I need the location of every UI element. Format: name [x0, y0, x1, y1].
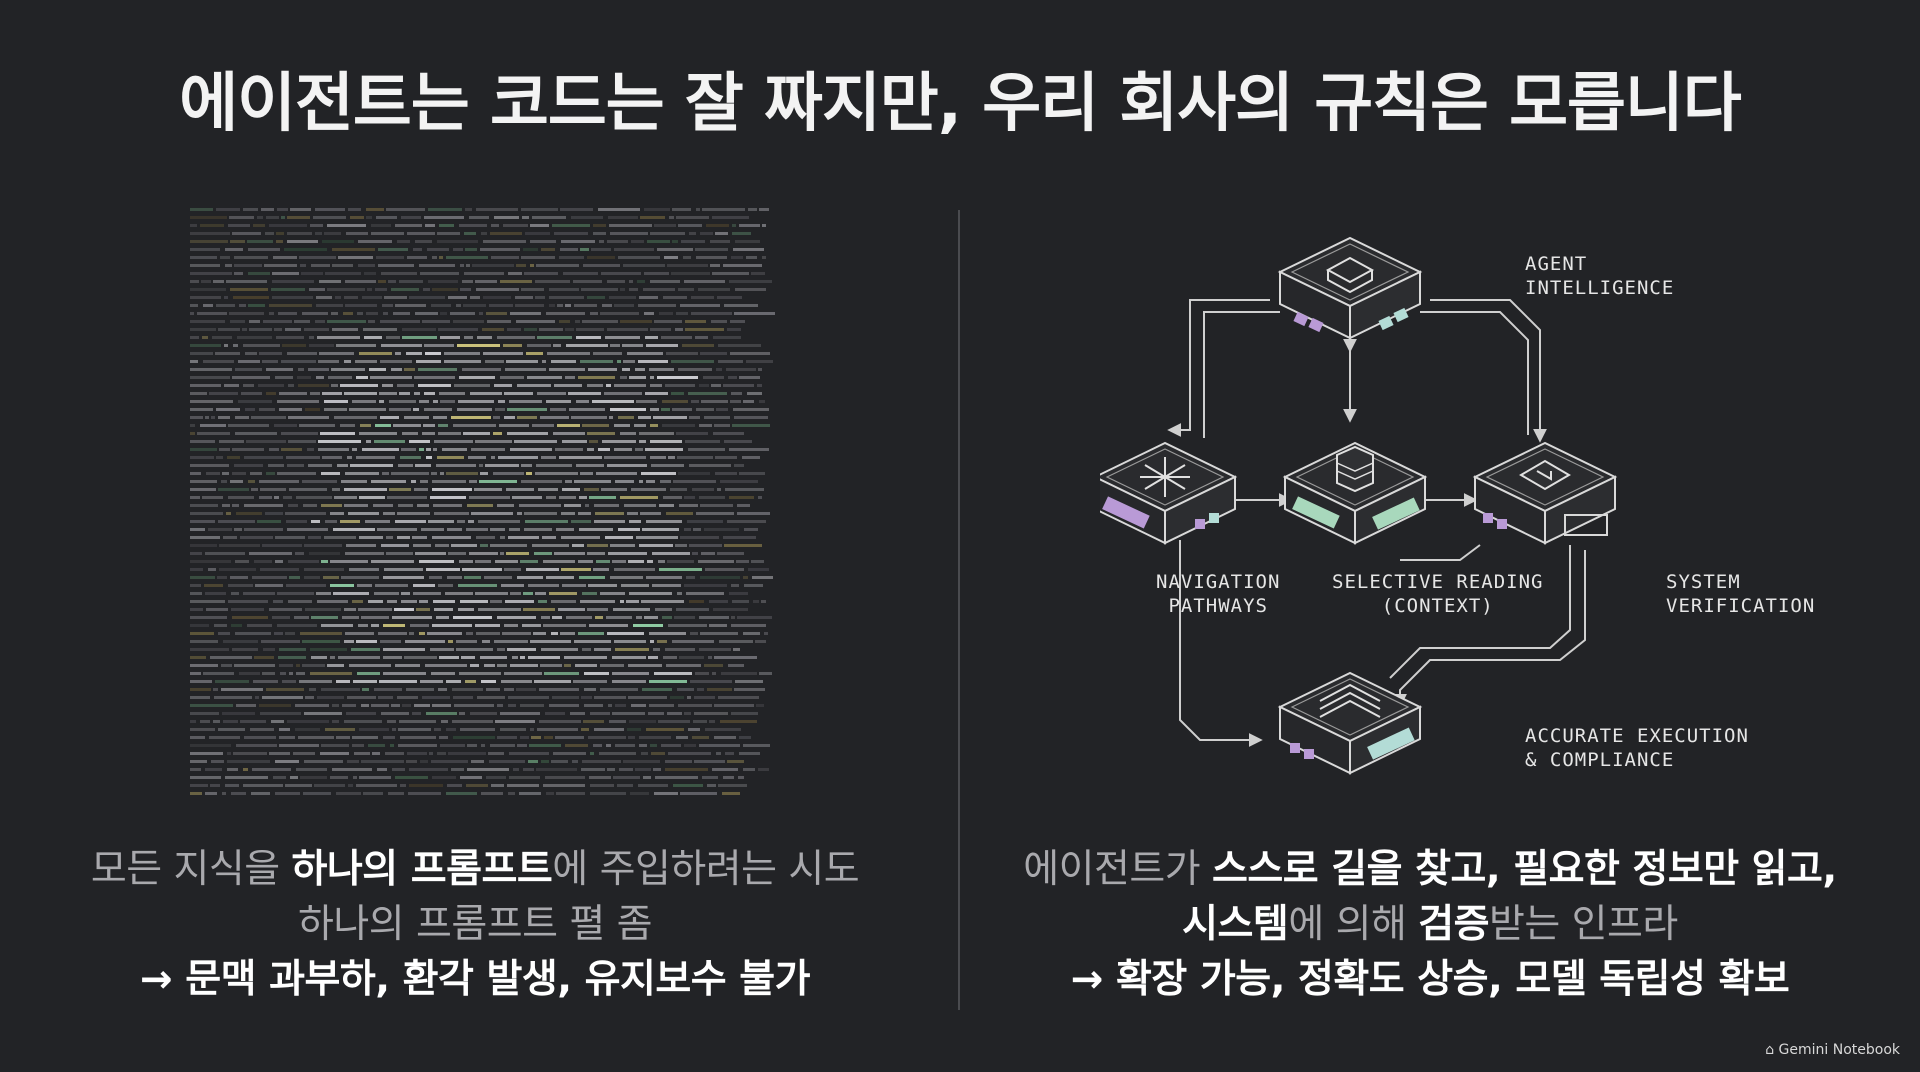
verification-node: [1474, 442, 1616, 544]
right-caption: 에이전트가 스스로 길을 찾고, 필요한 정보만 읽고, 시스템에 의해 검증받…: [980, 842, 1880, 1007]
code-wall-illustration: [190, 208, 775, 798]
left-caption-line3: → 문맥 과부하, 환각 발생, 유지보수 불가: [140, 957, 810, 1002]
verification-label: SYSTEM VERIFICATION: [1666, 571, 1816, 617]
left-caption: 모든 지식을 하나의 프롬프트에 주입하려는 시도 하나의 프롬프트 펼 좀 →…: [25, 842, 925, 1007]
right-caption-line2: 시스템에 의해 검증받는 인프라: [1182, 902, 1678, 947]
left-caption-line2: 하나의 프롬프트 펼 좀: [297, 902, 653, 947]
execution-label: ACCURATE EXECUTION & COMPLIANCE: [1525, 725, 1749, 771]
navigation-node: [1094, 442, 1236, 544]
reading-node: [1284, 442, 1426, 544]
left-caption-line1: 모든 지식을 하나의 프롬프트에 주입하려는 시도: [90, 847, 860, 892]
agent-label: AGENT INTELLIGENCE: [1525, 253, 1675, 299]
architecture-diagram: AGENT INTELLIGENCE NAVIGATION PATHWAYS S…: [1094, 200, 1860, 820]
column-divider: [958, 210, 960, 1010]
reading-label: SELECTIVE READING (CONTEXT): [1332, 571, 1544, 617]
diagram-graphic: [1094, 237, 1616, 774]
navigation-label: NAVIGATION PATHWAYS: [1156, 571, 1281, 617]
execution-node: [1279, 672, 1421, 774]
right-caption-line1: 에이전트가 스스로 길을 찾고, 필요한 정보만 읽고,: [1023, 847, 1837, 892]
brand-footer: ⌂ Gemini Notebook: [1765, 1042, 1900, 1058]
right-caption-line3: → 확장 가능, 정확도 상승, 모델 독립성 확보: [1070, 957, 1790, 1002]
gemini-logo-icon: ⌂: [1765, 1042, 1775, 1058]
slide-title: 에이전트는 코드는 잘 짜지만, 우리 회사의 규칙은 모릅니다: [179, 67, 1741, 141]
agent-node: [1279, 237, 1421, 339]
